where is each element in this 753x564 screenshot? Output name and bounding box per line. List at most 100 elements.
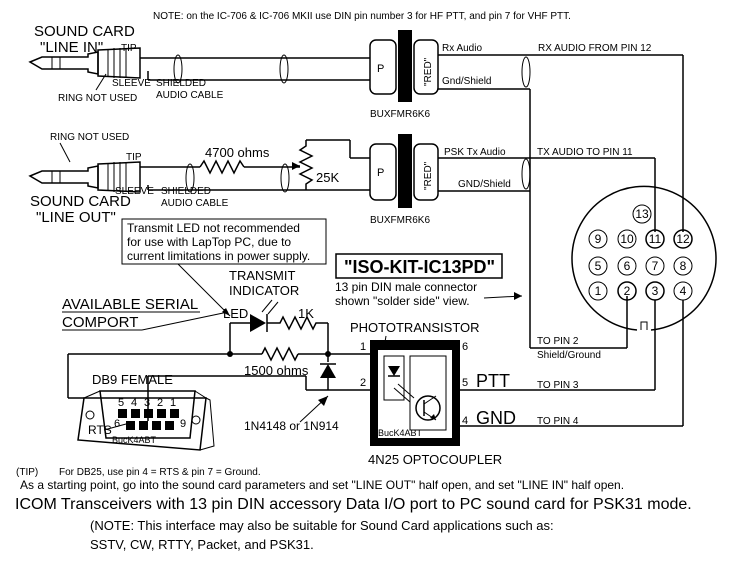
line-out-ring-label: RING NOT USED xyxy=(50,132,129,143)
led-label: LED xyxy=(223,306,248,321)
din-pin-3: 3 xyxy=(645,281,665,301)
din-pin-1: 1 xyxy=(588,281,608,301)
transformer-1-rx: Rx Audio xyxy=(442,43,482,54)
svg-text:6: 6 xyxy=(624,259,631,273)
db9-brand: BucK4ABT xyxy=(112,435,157,445)
din-pin-6: 6 xyxy=(617,256,637,276)
din-pin-2: 2 xyxy=(617,281,637,301)
line-out-cable-label-1: SHIELDED xyxy=(161,186,211,197)
din-desc-2: shown "solder side" view. xyxy=(335,294,470,308)
transformer-1-gnd: Gnd/Shield xyxy=(442,76,491,87)
transformer-1-p: P xyxy=(377,63,384,75)
line-out-resistor-label: 4700 ohms xyxy=(205,145,270,160)
din-to-pin2: TO PIN 2 xyxy=(537,336,579,347)
led-resistor-label: 1K xyxy=(298,306,314,321)
pot-label: 25K xyxy=(316,170,339,185)
transformer-2-gnd: GND/Shield xyxy=(458,179,511,190)
tip-prefix: (TIP) xyxy=(16,467,38,478)
serial-resistor-label: 1500 ohms xyxy=(244,363,309,378)
db9-connector xyxy=(77,390,215,451)
led-note-box xyxy=(121,218,327,265)
din-shield-ground: Shield/Ground xyxy=(537,350,601,361)
transformer-1: P "RED" xyxy=(369,30,439,102)
svg-text:11: 11 xyxy=(649,232,662,246)
svg-text:4: 4 xyxy=(680,284,687,298)
diode-1n4148 xyxy=(306,354,370,391)
din-to-pin4: TO PIN 4 xyxy=(537,416,579,427)
bottom-note-2: SSTV, CW, RTTY, Packet, and PSK31. xyxy=(90,537,314,552)
transformer-2-tx: PSK Tx Audio xyxy=(444,147,506,158)
din-pin-11: 11 xyxy=(645,229,665,249)
gnd-label: GND xyxy=(476,408,516,428)
svg-text:10: 10 xyxy=(620,232,634,246)
line-in-cable-label-2: AUDIO CABLE xyxy=(156,90,224,101)
svg-text:3: 3 xyxy=(144,397,150,409)
opto-pin-6: 6 xyxy=(462,341,468,353)
svg-text:8: 8 xyxy=(680,259,687,273)
din-connector xyxy=(571,185,717,331)
opto-brand: BucK4ABT xyxy=(378,428,423,438)
line-out-cable-label-2: AUDIO CABLE xyxy=(161,198,229,209)
din-pin-9: 9 xyxy=(588,229,608,249)
led-note-3: current limitations in power supply. xyxy=(127,249,310,263)
serial-title-2: COMPORT xyxy=(62,314,138,331)
svg-text:3: 3 xyxy=(652,284,659,298)
line-in-tip-label: TIP xyxy=(121,43,137,54)
svg-text:4: 4 xyxy=(131,397,137,409)
din-pins: 13 9 10 11 12 5 6 7 8 1 2 3 4 xyxy=(588,204,693,301)
svg-text:5: 5 xyxy=(118,397,124,409)
svg-text:12: 12 xyxy=(676,232,690,246)
opto-name: 4N25 OPTOCOUPLER xyxy=(368,452,502,467)
svg-text:13: 13 xyxy=(635,207,649,221)
din-pin-8: 8 xyxy=(673,256,693,276)
line-in-ring-label: RING NOT USED xyxy=(58,93,137,104)
opto-title: PHOTOTRANSISTOR xyxy=(350,320,480,335)
svg-text:7: 7 xyxy=(652,259,659,273)
din-pin-10: 10 xyxy=(617,229,637,249)
line-out-sleeve-label: SLEEVE xyxy=(115,186,154,197)
led-title-2: INDICATOR xyxy=(229,283,299,298)
kit-name: "ISO-KIT-IC13PD" xyxy=(344,257,495,277)
transformer-2-part: BUXFMR6K6 xyxy=(370,215,430,226)
line-in-cable-label-1: SHIELDED xyxy=(156,78,206,89)
diode-label: 1N4148 or 1N914 xyxy=(244,419,339,433)
bottom-note-1: (NOTE: This interface may also be suitab… xyxy=(90,518,554,533)
db25-note: For DB25, use pin 4 = RTS & pin 7 = Grou… xyxy=(59,467,261,478)
transformer-2-p: P xyxy=(377,167,384,179)
svg-text:1: 1 xyxy=(170,397,176,409)
svg-text:2: 2 xyxy=(624,284,631,298)
opto-pin-1: 1 xyxy=(360,341,366,353)
line-in-plug xyxy=(28,47,141,79)
line-in-sleeve-label: SLEEVE xyxy=(112,78,151,89)
transformer-2-red: "RED" xyxy=(423,161,434,190)
start-note: As a starting point, go into the sound c… xyxy=(20,478,624,492)
svg-text:9: 9 xyxy=(595,232,602,246)
led-diode xyxy=(250,299,279,332)
line-in-subtitle: "LINE IN" xyxy=(40,39,103,56)
svg-text:1: 1 xyxy=(595,284,602,298)
led-note-1: Transmit LED not recommended xyxy=(127,221,300,235)
optocoupler: BucK4ABT xyxy=(370,340,460,446)
main-title: ICOM Transceivers with 13 pin DIN access… xyxy=(15,496,692,513)
svg-text:2: 2 xyxy=(157,397,163,409)
din-pin-12: 12 xyxy=(673,229,693,249)
line-out-title: SOUND CARD xyxy=(30,193,131,210)
serial-title-1: AVAILABLE SERIAL xyxy=(62,296,198,313)
opto-pin-2: 2 xyxy=(360,377,366,389)
line-out-plug xyxy=(28,161,141,193)
din-pin-5: 5 xyxy=(588,256,608,276)
rts-label: RTS xyxy=(88,423,112,437)
din-to-pin3: TO PIN 3 xyxy=(537,380,579,391)
din-pin-7: 7 xyxy=(645,256,665,276)
transformer-1-part: BUXFMR6K6 xyxy=(370,109,430,120)
db9-pins-bottom: 9 6 xyxy=(114,418,186,430)
line-out-tip-label: TIP xyxy=(126,152,142,163)
din-desc-1: 13 pin DIN male connector xyxy=(335,280,477,294)
din-tx-label: TX AUDIO TO PIN 11 xyxy=(537,147,633,158)
svg-text:9: 9 xyxy=(180,418,186,430)
svg-text:6: 6 xyxy=(114,418,120,430)
line-out-subtitle: "LINE OUT" xyxy=(36,209,116,226)
din-rx-label: RX AUDIO FROM PIN 12 xyxy=(538,43,652,54)
led-title-1: TRANSMIT xyxy=(229,268,296,283)
